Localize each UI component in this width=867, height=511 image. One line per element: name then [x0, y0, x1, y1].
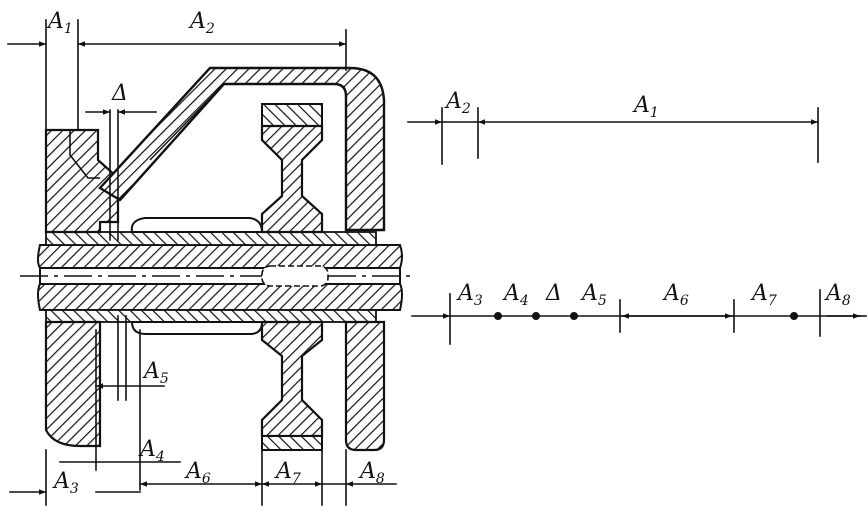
- gear-lower: [260, 320, 324, 451]
- dimension-lines: [7, 41, 397, 495]
- label-a4: A4: [138, 437, 165, 465]
- dimension-chain-bottom: A3 A4 Δ A5 A6 A7 A8: [411, 281, 867, 345]
- chain-top-label-a1: A1: [632, 93, 659, 121]
- chain-nodes: [494, 312, 798, 320]
- chain-bottom-label-a5: A5: [580, 281, 607, 309]
- bearing-band-lower: [45, 309, 377, 335]
- chain-bottom-label-a8: A8: [824, 281, 851, 309]
- label-a8: A8: [358, 459, 385, 487]
- chain-bottom-label-a4: A4: [502, 281, 529, 309]
- label-a6: A6: [184, 459, 211, 487]
- extension-lines: [45, 19, 347, 506]
- chain-bottom-label-delta: Δ: [545, 281, 562, 306]
- label-delta: Δ: [111, 81, 128, 106]
- label-a5: A5: [142, 359, 169, 387]
- chain-bottom-label-a3: A3: [456, 281, 483, 309]
- shaft: [20, 244, 410, 311]
- chain-top-label-a2: A2: [444, 89, 471, 117]
- chain-bottom-label-a7: A7: [750, 281, 777, 309]
- chain-bottom-label-a6: A6: [662, 281, 689, 309]
- label-a3: A3: [52, 469, 79, 497]
- left-block-lower: [44, 320, 102, 448]
- cover-arm: [98, 66, 386, 232]
- end-cover-lower: [344, 320, 386, 452]
- dimension-chain-top: A2 A1: [407, 89, 819, 165]
- label-a1: A1: [46, 9, 73, 37]
- assembly-drawing: A1 A2 Δ A5 A4 A3 A6 A7 A8: [7, 9, 410, 506]
- gear-upper: [260, 103, 324, 234]
- label-a7: A7: [274, 459, 301, 487]
- bearing-band-upper: [45, 217, 377, 246]
- label-a2: A2: [188, 9, 215, 37]
